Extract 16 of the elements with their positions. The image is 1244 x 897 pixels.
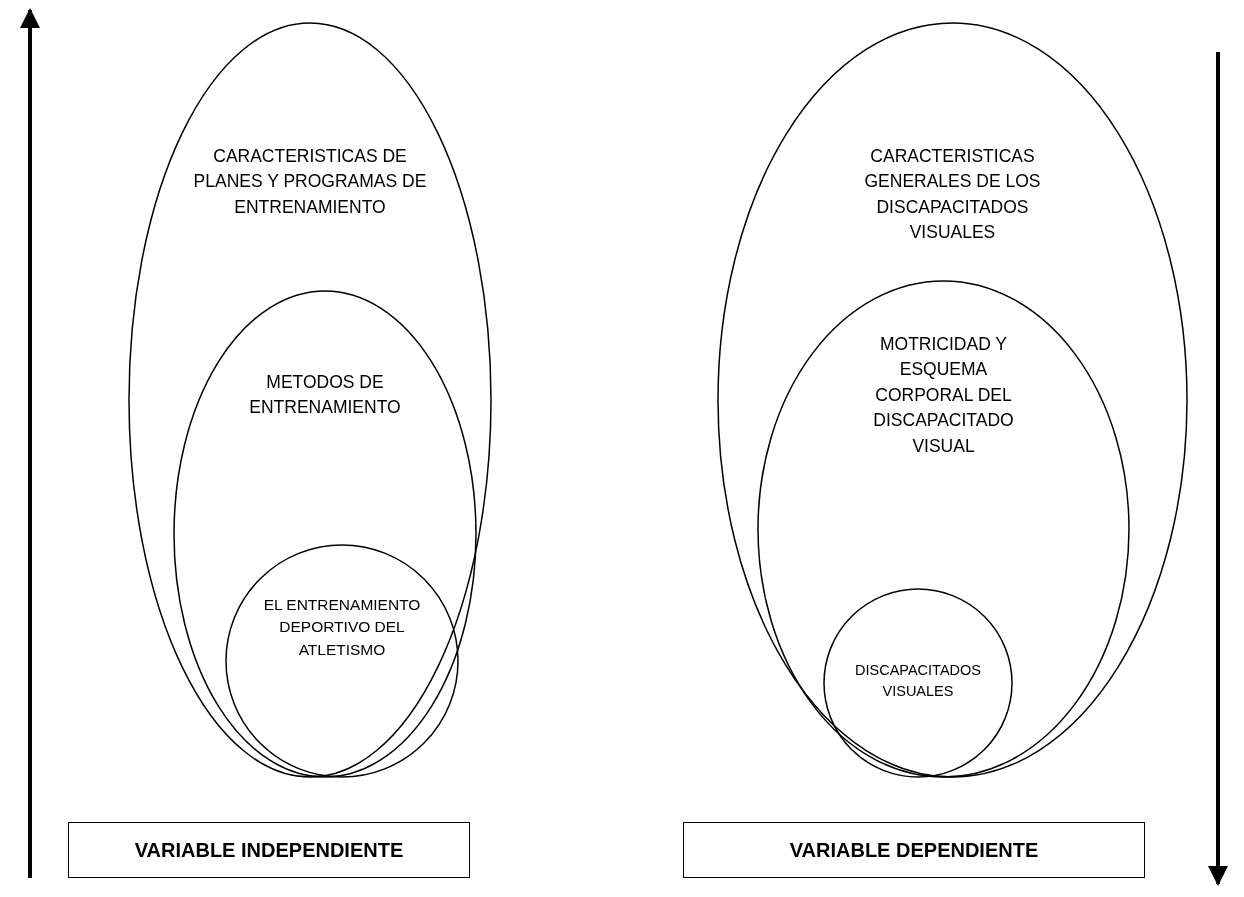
ellipse-shape xyxy=(225,544,459,778)
ellipse-shape xyxy=(717,22,1188,778)
box-label: VARIABLE DEPENDIENTE xyxy=(789,837,1039,863)
node-label: EL ENTRENAMIENTO DEPORTIVO DEL ATLETISMO xyxy=(262,595,422,660)
node-label: CARACTERISTICAS GENERALES DE LOS DISCAPACITADOS VISUALES xyxy=(863,145,1042,245)
box-label: VARIABLE INDEPENDIENTE xyxy=(134,837,404,863)
ellipse-shape xyxy=(128,22,492,778)
variable-box xyxy=(683,822,1145,878)
node-label: DISCAPACITADOS VISUALES xyxy=(854,661,982,701)
node-label: METODOS DE ENTRENAMIENTO xyxy=(248,371,402,420)
node-label: MOTRICIDAD Y ESQUEMA CORPORAL DEL DISCAPACITADO VISUAL xyxy=(872,333,1015,458)
ellipse-shape xyxy=(757,280,1130,778)
ellipse-shape xyxy=(173,290,477,778)
variable-box xyxy=(68,822,470,878)
ellipse-shape xyxy=(823,588,1013,778)
node-label: CARACTERISTICAS DE PLANES Y PROGRAMAS DE ENTRENAMIENTO xyxy=(192,145,428,219)
